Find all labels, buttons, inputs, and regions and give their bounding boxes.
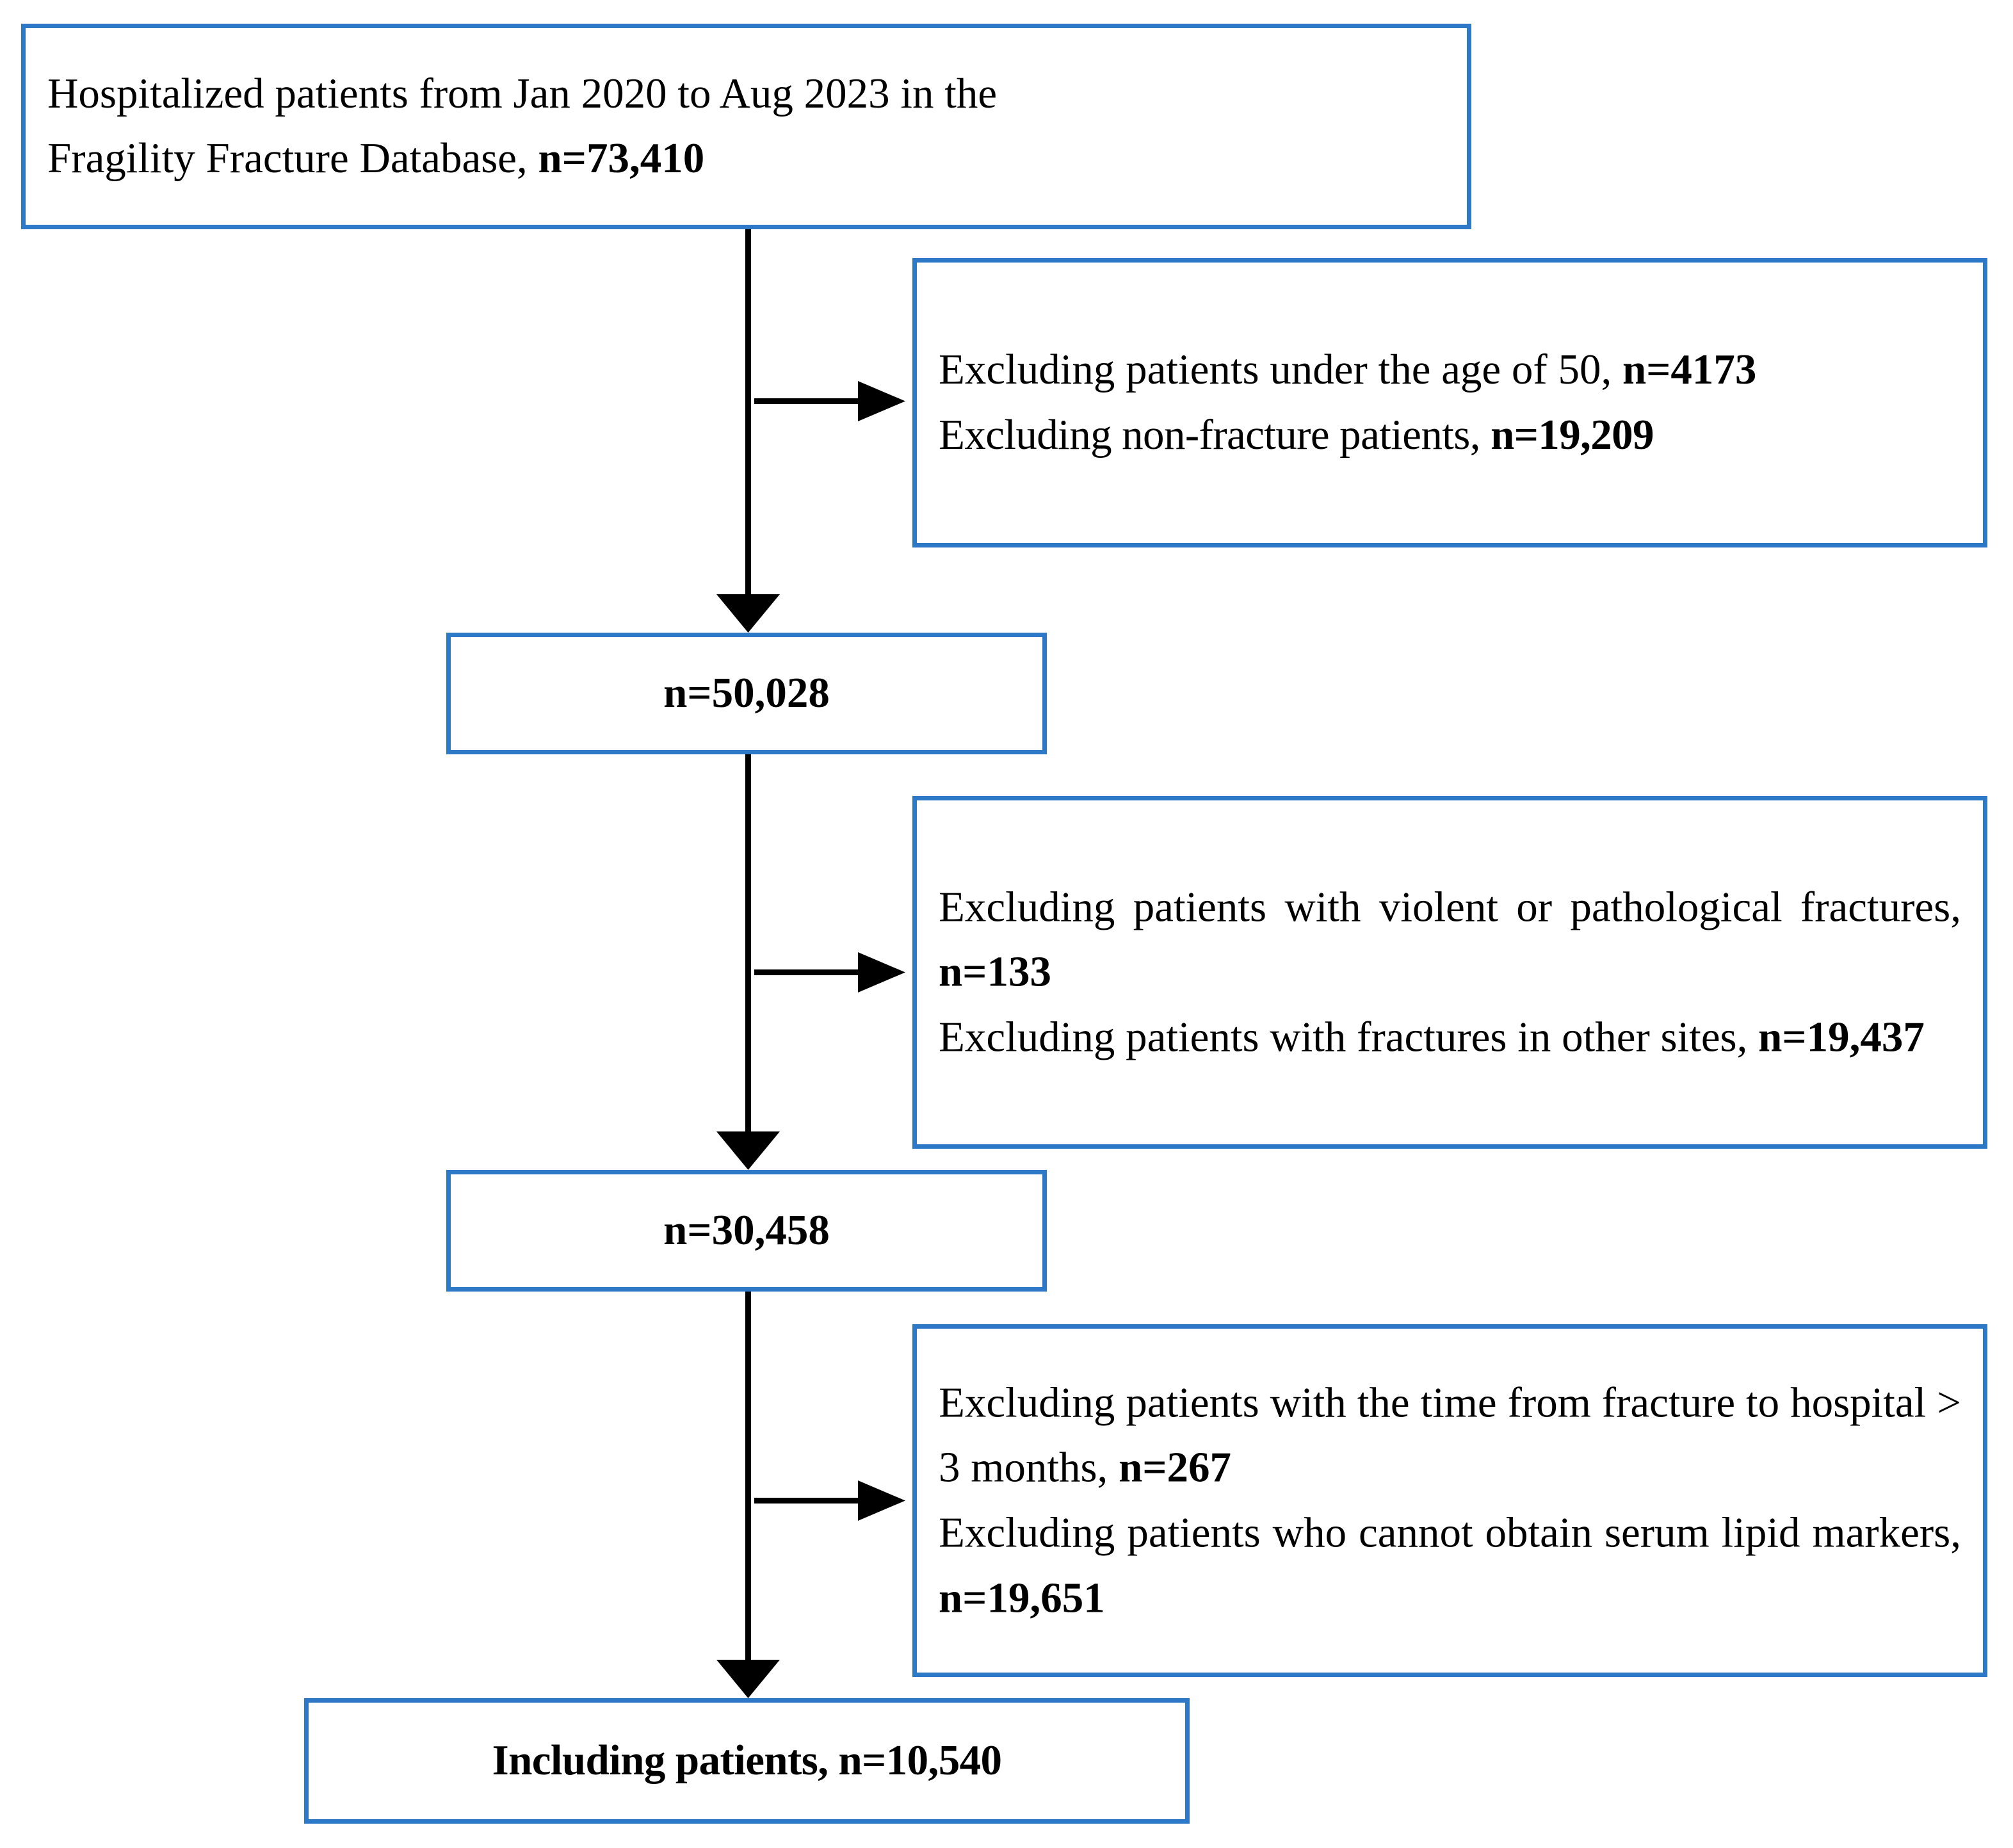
final-count: n=10,540 — [838, 1737, 1002, 1785]
node-exclusion-1-text: Excluding patients under the age of 50, … — [917, 337, 1983, 468]
exclusion-1-row-2: Excluding non-fracture patients, n=19,20… — [939, 403, 1961, 468]
source-count: n=73,410 — [538, 134, 705, 182]
exclusion-3-row-2-prefix: Excluding patients who cannot obtain ser… — [939, 1509, 1961, 1557]
arrow-branch-to-exclude-3 — [754, 1480, 905, 1521]
node-source-text: Hospitalized patients from Jan 2020 to A… — [26, 61, 1467, 192]
exclusion-3-row-2: Excluding patients who cannot obtain ser… — [939, 1501, 1961, 1632]
remaining-1-count: n=50,028 — [663, 669, 830, 717]
node-final-cohort: Including patients, n=10,540 — [304, 1698, 1190, 1824]
node-exclusion-step-3: Excluding patients with the time from fr… — [912, 1324, 1987, 1677]
arrow-remaining-1-to-remaining-2 — [716, 754, 780, 1170]
exclusion-3-row-2-count: n=19,651 — [939, 1574, 1105, 1622]
exclusion-1-row-1-prefix: Excluding patients under the age of 50, — [939, 346, 1622, 394]
exclusion-3-row-1-prefix: Excluding patients with the time from fr… — [939, 1378, 1961, 1491]
node-remaining-after-step-1: n=50,028 — [446, 633, 1047, 754]
exclusion-3-row-1: Excluding patients with the time from fr… — [939, 1370, 1961, 1501]
node-exclusion-step-2: Excluding patients with violent or patho… — [912, 796, 1987, 1149]
source-line-2-prefix: Fragility Fracture Database, — [47, 134, 538, 182]
node-remaining-after-step-2: n=30,458 — [446, 1170, 1047, 1292]
source-line-1: Hospitalized patients from Jan 2020 to A… — [47, 69, 998, 117]
node-source-population: Hospitalized patients from Jan 2020 to A… — [21, 24, 1471, 229]
node-remaining-1-text: n=50,028 — [451, 661, 1042, 726]
exclusion-2-row-1-prefix: Excluding patients with violent or patho… — [939, 882, 1961, 930]
node-final-text: Including patients, n=10,540 — [309, 1728, 1185, 1794]
arrow-remaining-2-to-final — [716, 1292, 780, 1698]
node-remaining-2-text: n=30,458 — [451, 1198, 1042, 1263]
node-exclusion-step-1: Excluding patients under the age of 50, … — [912, 258, 1987, 547]
exclusion-2-row-1-count: n=133 — [939, 948, 1051, 996]
exclusion-2-row-2-count: n=19,437 — [1758, 1013, 1925, 1061]
arrow-branch-to-exclude-1 — [754, 381, 905, 421]
exclusion-1-row-2-count: n=19,209 — [1491, 411, 1654, 458]
arrow-source-to-remaining-1 — [716, 229, 780, 633]
exclusion-2-row-2: Excluding patients with fractures in oth… — [939, 1005, 1961, 1070]
exclusion-3-row-1-count: n=267 — [1119, 1443, 1232, 1491]
exclusion-1-row-1: Excluding patients under the age of 50, … — [939, 337, 1961, 403]
remaining-2-count: n=30,458 — [663, 1206, 830, 1254]
exclusion-1-row-2-prefix: Excluding non-fracture patients, — [939, 411, 1491, 458]
exclusion-2-row-1: Excluding patients with violent or patho… — [939, 875, 1961, 1005]
final-label: Including patients, — [492, 1737, 839, 1785]
exclusion-2-row-2-prefix: Excluding patients with fractures in oth… — [939, 1013, 1759, 1061]
node-exclusion-3-text: Excluding patients with the time from fr… — [917, 1370, 1983, 1631]
exclusion-1-row-1-count: n=4173 — [1622, 346, 1757, 394]
arrow-branch-to-exclude-2 — [754, 952, 905, 993]
node-exclusion-2-text: Excluding patients with violent or patho… — [917, 875, 1983, 1070]
